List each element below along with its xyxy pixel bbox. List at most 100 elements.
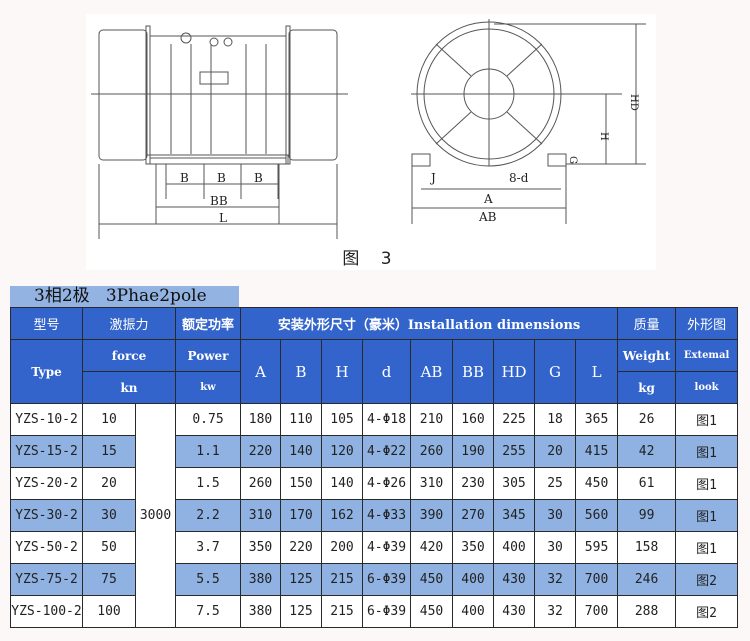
cell-h: 215 — [321, 563, 364, 596]
cell-look: 图2 — [675, 595, 739, 628]
figure-caption: 图 3 — [342, 249, 400, 269]
cell-look: 图1 — [675, 403, 739, 436]
cell-power: 1.1 — [175, 435, 242, 468]
header-dim-bb: BB — [452, 339, 495, 404]
cell-a: 350 — [240, 531, 282, 564]
cell-force: 75 — [82, 563, 136, 596]
cell-weight: 158 — [617, 531, 677, 564]
cell-ab: 310 — [410, 467, 454, 500]
header-dim-g: G — [534, 339, 577, 404]
table-row: YZS-10-2 10 3000 0.75 180 110 105 4-Φ18 … — [10, 403, 739, 628]
header-dim-a: A — [240, 339, 282, 404]
cell-a: 220 — [240, 435, 282, 468]
header-power-unit: kw — [175, 371, 242, 404]
table-row: YZS-75-2 75 5.5 380 125 215 6-Φ39 450 40… — [10, 563, 739, 596]
header-dim-l: L — [575, 339, 619, 404]
table-row: YZS-20-2 20 1.5 260 150 140 4-Φ26 310 23… — [10, 467, 739, 500]
front-view-drawing: HD H G J 8-d A AB — [411, 19, 646, 224]
header-look-cn: 外形图 — [675, 307, 739, 340]
cell-look: 图1 — [675, 499, 739, 532]
cell-hd: 225 — [493, 403, 536, 436]
cell-a: 380 — [240, 563, 282, 596]
cell-d: 4-Φ26 — [362, 467, 412, 500]
cell-weight: 288 — [617, 595, 677, 628]
cell-type: YZS-75-2 — [10, 563, 83, 596]
header-dim-h: H — [321, 339, 364, 404]
header-dim-b: B — [280, 339, 323, 404]
cell-h: 120 — [321, 435, 364, 468]
header-dim-hd: HD — [493, 339, 536, 404]
cell-l: 450 — [575, 467, 619, 500]
cell-look: 图1 — [675, 435, 739, 468]
cell-bb: 230 — [452, 467, 495, 500]
table-row: YZS-15-2 15 1.1 220 140 120 4-Φ22 260 19… — [10, 435, 739, 468]
cell-ab: 210 — [410, 403, 454, 436]
cell-type: YZS-10-2 — [10, 403, 83, 436]
cell-weight: 26 — [617, 403, 677, 436]
dim-label-l: L — [219, 211, 227, 225]
cell-type: YZS-100-2 — [10, 595, 83, 628]
dim-label-b1: B — [180, 171, 189, 185]
cell-power: 3.7 — [175, 531, 242, 564]
cell-bb: 350 — [452, 531, 495, 564]
cell-h: 215 — [321, 595, 364, 628]
cell-type: YZS-30-2 — [10, 499, 83, 532]
cell-d: 4-Φ33 — [362, 499, 412, 532]
cell-bb: 400 — [452, 563, 495, 596]
table-title: 3相2极 3Phae2pole — [10, 286, 239, 307]
cell-force: 20 — [82, 467, 136, 500]
cell-d: 4-Φ39 — [362, 531, 412, 564]
cell-g: 30 — [534, 499, 577, 532]
cell-hd: 255 — [493, 435, 536, 468]
cell-g: 30 — [534, 531, 577, 564]
cell-power: 2.2 — [175, 499, 242, 532]
header-look-en-2: look — [675, 371, 739, 404]
cell-b: 140 — [280, 435, 323, 468]
cell-ab: 450 — [410, 563, 454, 596]
cell-b: 125 — [280, 595, 323, 628]
header-row-1: 型号 激振力 额定功率 安装外形尺寸（豪米）Installation dimen… — [10, 307, 739, 340]
cell-ab: 260 — [410, 435, 454, 468]
cell-g: 18 — [534, 403, 577, 436]
cell-a: 380 — [240, 595, 282, 628]
cell-force: 30 — [82, 499, 136, 532]
dim-label-bb: BB — [210, 194, 228, 208]
cell-b: 220 — [280, 531, 323, 564]
cell-l: 700 — [575, 563, 619, 596]
side-view-drawing: B B B BB L — [91, 25, 348, 239]
cell-weight: 99 — [617, 499, 677, 532]
header-force-unit: kn — [81, 371, 177, 404]
cell-type: YZS-15-2 — [10, 435, 83, 468]
cell-h: 105 — [321, 403, 364, 436]
cell-b: 170 — [280, 499, 323, 532]
header-type-cn: 型号 — [10, 307, 83, 340]
dim-label-ab: AB — [478, 210, 497, 224]
cell-a: 180 — [240, 403, 282, 436]
technical-drawing: B B B BB L HD H — [86, 14, 656, 270]
cell-power: 7.5 — [175, 595, 242, 628]
header-installation-dimensions: 安装外形尺寸（豪米）Installation dimensions — [240, 307, 619, 340]
cell-l: 560 — [575, 499, 619, 532]
cell-bb: 400 — [452, 595, 495, 628]
spec-table: 型号 激振力 额定功率 安装外形尺寸（豪米）Installation dimen… — [10, 307, 739, 628]
cell-h: 140 — [321, 467, 364, 500]
dim-label-j: J — [429, 171, 436, 185]
cell-ab: 420 — [410, 531, 454, 564]
table-row: YZS-50-2 50 3.7 350 220 200 4-Φ39 420 35… — [10, 531, 739, 564]
cell-power: 1.5 — [175, 467, 242, 500]
cell-d: 4-Φ18 — [362, 403, 412, 436]
cell-g: 20 — [534, 435, 577, 468]
header-type-en: Type — [10, 339, 83, 404]
cell-bb: 160 — [452, 403, 495, 436]
header-force-en: force — [81, 339, 177, 372]
cell-weight: 61 — [617, 467, 677, 500]
table-row: YZS-100-2 100 7.5 380 125 215 6-Φ39 450 … — [10, 595, 739, 628]
cell-d: 6-Φ39 — [362, 563, 412, 596]
cell-force: 10 — [82, 403, 136, 436]
cell-hd: 430 — [493, 595, 536, 628]
cell-d: 4-Φ22 — [362, 435, 412, 468]
cell-power: 5.5 — [175, 563, 242, 596]
cell-h: 200 — [321, 531, 364, 564]
cell-hd: 430 — [493, 563, 536, 596]
cell-hd: 305 — [493, 467, 536, 500]
